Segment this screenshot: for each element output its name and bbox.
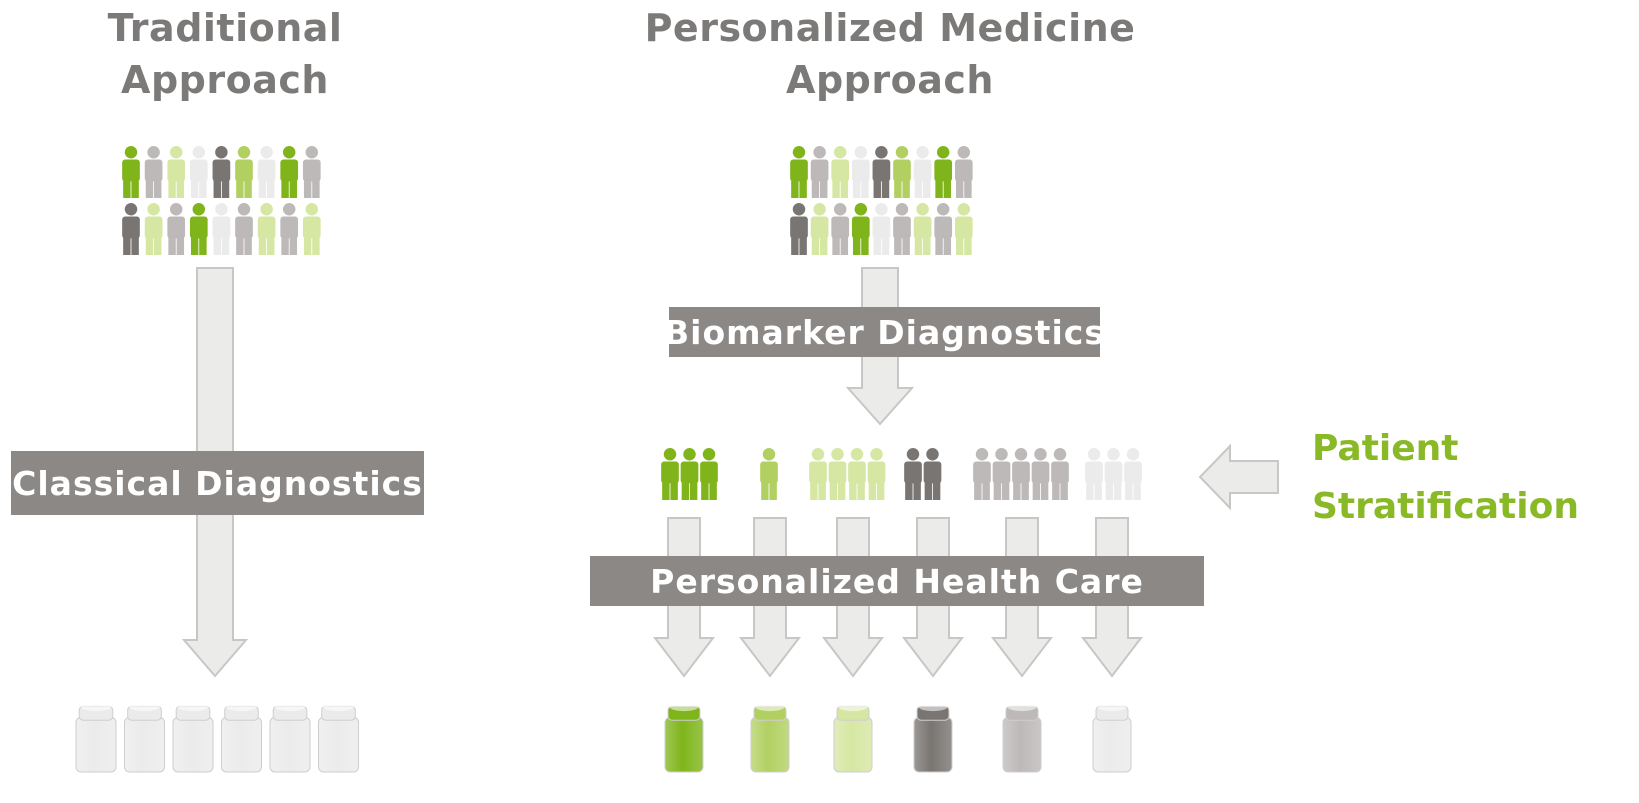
person-icon [144, 203, 163, 255]
person-icon [700, 448, 718, 500]
person-icon [831, 146, 850, 198]
person-icon [257, 146, 276, 198]
person-icon [851, 146, 870, 198]
person-icon [810, 146, 829, 198]
arrow-left-icon [1198, 443, 1279, 511]
person-icon [1085, 448, 1103, 500]
callout-line1: Patient [1312, 428, 1459, 469]
person-icon [973, 448, 991, 500]
person-icon [1031, 448, 1050, 500]
person-icon [302, 203, 321, 255]
personalized-title-line1: Personalized Medicine [644, 6, 1136, 50]
medicine-jar-icon [913, 702, 953, 773]
person-icon [872, 203, 891, 255]
person-icon [212, 203, 231, 255]
person-icon [302, 146, 321, 198]
person-icon [809, 448, 827, 500]
person-icon [122, 146, 140, 198]
person-icon [913, 203, 932, 255]
personalized-title-line2: Approach [786, 58, 994, 102]
person-icon [904, 448, 922, 500]
medicine-jars [75, 702, 1132, 773]
person-icon [851, 203, 870, 255]
medicine-jar-icon [1092, 702, 1132, 773]
person-icon [680, 448, 699, 500]
person-icon [1012, 448, 1030, 500]
person-icon [790, 203, 808, 255]
patient-stratification-callout: Patient Stratification [1312, 420, 1579, 536]
person-icon [954, 146, 973, 198]
person-icon [144, 146, 163, 198]
medicine-jar-icon [172, 702, 214, 773]
medicine-jar-icon [75, 702, 117, 773]
personalized-health-care-label: Personalized Health Care [590, 556, 1204, 606]
person-icon [167, 146, 186, 198]
person-icon [189, 146, 208, 198]
person-icon [1051, 448, 1069, 500]
person-icon [828, 448, 847, 500]
person-icon [848, 448, 866, 500]
person-icon [923, 448, 942, 500]
person-icon [280, 203, 299, 255]
medicine-jar-icon [833, 702, 873, 773]
medicine-jar-icon [269, 702, 311, 773]
callout-line2: Stratification [1312, 486, 1579, 527]
person-icon [992, 448, 1011, 500]
person-icon [280, 146, 299, 198]
person-icon [872, 146, 891, 198]
classical-diagnostics-label: Classical Diagnostics [11, 451, 424, 515]
medicine-jar-icon [664, 702, 704, 773]
traditional-title-line2: Approach [121, 58, 329, 102]
person-icon [790, 146, 808, 198]
person-icon [913, 146, 932, 198]
medicine-jar-icon [221, 702, 262, 773]
person-icon [893, 146, 911, 198]
person-icon [954, 203, 973, 255]
patient-population [122, 146, 1142, 500]
person-icon [235, 146, 253, 198]
person-icon [661, 448, 679, 500]
personalized-approach-title: Personalized Medicine Approach [630, 2, 1150, 106]
person-icon [760, 448, 778, 500]
person-icon [893, 203, 911, 255]
person-icon [235, 203, 253, 255]
person-icon [167, 203, 186, 255]
person-icon [934, 203, 953, 255]
person-icon [1104, 448, 1123, 500]
person-icon [212, 146, 231, 198]
person-icon [831, 203, 850, 255]
medicine-jar-icon [750, 702, 790, 773]
traditional-approach-title: Traditional Approach [40, 2, 410, 106]
medicine-jar-icon [124, 702, 165, 773]
person-icon [1124, 448, 1142, 500]
biomarker-diagnostics-label: Biomarker Diagnostics [664, 307, 1104, 357]
person-icon [122, 203, 140, 255]
person-icon [867, 448, 886, 500]
medicine-jar-icon [318, 702, 359, 773]
person-icon [257, 203, 276, 255]
person-icon [189, 203, 208, 255]
traditional-title-line1: Traditional [107, 6, 343, 50]
person-icon [810, 203, 829, 255]
medicine-jar-icon [1002, 702, 1042, 773]
person-icon [934, 146, 953, 198]
